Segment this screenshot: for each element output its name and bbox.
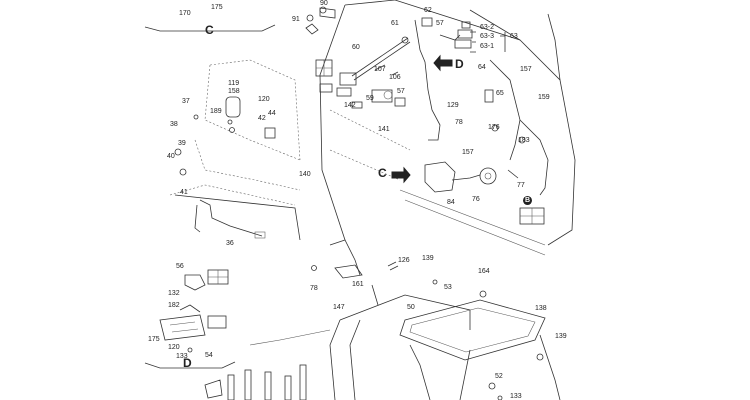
part-label-64: 64 — [478, 64, 486, 71]
part-label-106: 106 — [389, 74, 401, 81]
part-label-183: 183 — [518, 137, 530, 144]
part-label-157a: 157 — [520, 66, 532, 73]
small-parts-left — [174, 7, 336, 176]
fasteners — [306, 6, 544, 400]
part-label-78b: 78 — [310, 285, 318, 292]
part-label-56: 56 — [176, 263, 184, 270]
part-label-175-top: 175 — [211, 4, 223, 11]
part-label-77: 77 — [517, 182, 525, 189]
part-label-133b: 133 — [510, 393, 522, 400]
part-label-63-3: 63-3 — [480, 33, 495, 40]
part-label-189: 189 — [210, 108, 222, 115]
part-label-164: 164 — [478, 268, 490, 275]
part-label-141: 141 — [378, 126, 390, 133]
part-label-90: 90 — [320, 0, 328, 7]
part-label-63-1: 63-1 — [480, 43, 495, 50]
part-label-91: 91 — [292, 16, 300, 23]
part-label-147: 147 — [333, 304, 345, 311]
part-label-42: 42 — [258, 115, 266, 122]
part-label-57b: 57 — [397, 88, 405, 95]
part-label-133: 133 — [176, 353, 188, 360]
part-label-142: 142 — [344, 102, 356, 109]
part-label-176: 176 — [488, 124, 500, 131]
harness-57 — [414, 19, 506, 141]
part-label-140: 140 — [299, 171, 311, 178]
part-label-61: 61 — [391, 20, 399, 27]
part-label-139a: 139 — [422, 255, 434, 262]
part-label-39: 39 — [178, 140, 186, 147]
bracket-84 — [424, 161, 519, 193]
part-label-53: 53 — [444, 284, 452, 291]
part-label-37: 37 — [182, 98, 190, 105]
part-label-65: 65 — [496, 90, 504, 97]
part-label-54: 54 — [205, 352, 213, 359]
part-label-57a: 57 — [436, 20, 444, 27]
part-label-60: 60 — [352, 44, 360, 51]
decal-plates — [207, 17, 545, 329]
part-label-139b: 139 — [555, 333, 567, 340]
callout-c-label: C — [378, 166, 387, 180]
part-label-59: 59 — [366, 95, 374, 102]
callout-d-label: D — [455, 57, 464, 71]
cab-frame-upper — [319, 0, 576, 256]
part-label-63: 63 — [510, 33, 518, 40]
wiper-assembly-60 — [336, 36, 411, 97]
part-label-78a: 78 — [455, 119, 463, 126]
part-label-52: 52 — [495, 373, 503, 380]
part-label-36: 36 — [226, 240, 234, 247]
part-label-50: 50 — [407, 304, 415, 311]
part-label-107: 107 — [374, 66, 386, 73]
part-label-157b: 157 — [462, 149, 474, 156]
section-c-separator — [144, 24, 276, 32]
part-label-138: 138 — [535, 305, 547, 312]
marker-b: B — [523, 196, 533, 205]
part-label-129: 129 — [447, 102, 459, 109]
part-label-170: 170 — [179, 10, 191, 17]
part-label-76: 76 — [472, 196, 480, 203]
section-d-separator — [144, 361, 236, 369]
harness-36 — [194, 199, 266, 239]
part-label-38: 38 — [170, 121, 178, 128]
part-label-120b: 120 — [168, 344, 180, 351]
cab-frame-lower — [249, 239, 561, 400]
part-label-126: 126 — [398, 257, 410, 264]
part-label-132: 132 — [168, 290, 180, 297]
assembly-d — [159, 274, 206, 353]
part-label-161: 161 — [352, 281, 364, 288]
part-label-159: 159 — [538, 94, 550, 101]
part-label-63-2: 63-2 — [480, 24, 495, 31]
part-label-44: 44 — [268, 110, 276, 117]
floor-bars — [204, 364, 307, 400]
side-panel-left — [169, 59, 301, 241]
part-label-175: 175 — [148, 336, 160, 343]
part-label-158: 158 — [228, 88, 240, 95]
part-label-40: 40 — [167, 153, 175, 160]
callout-arrow-d — [433, 54, 453, 72]
part-label-120a: 120 — [258, 96, 270, 103]
part-label-62: 62 — [424, 7, 432, 14]
harness-157 — [484, 59, 549, 196]
part-label-84: 84 — [447, 199, 455, 206]
part-label-119: 119 — [228, 80, 240, 87]
section-c-label: C — [205, 23, 214, 37]
part-label-182: 182 — [168, 302, 180, 309]
part-label-41: 41 — [180, 189, 188, 196]
callout-arrow-c — [391, 166, 411, 184]
components-center — [351, 64, 406, 109]
section-d-label: D — [183, 356, 192, 370]
